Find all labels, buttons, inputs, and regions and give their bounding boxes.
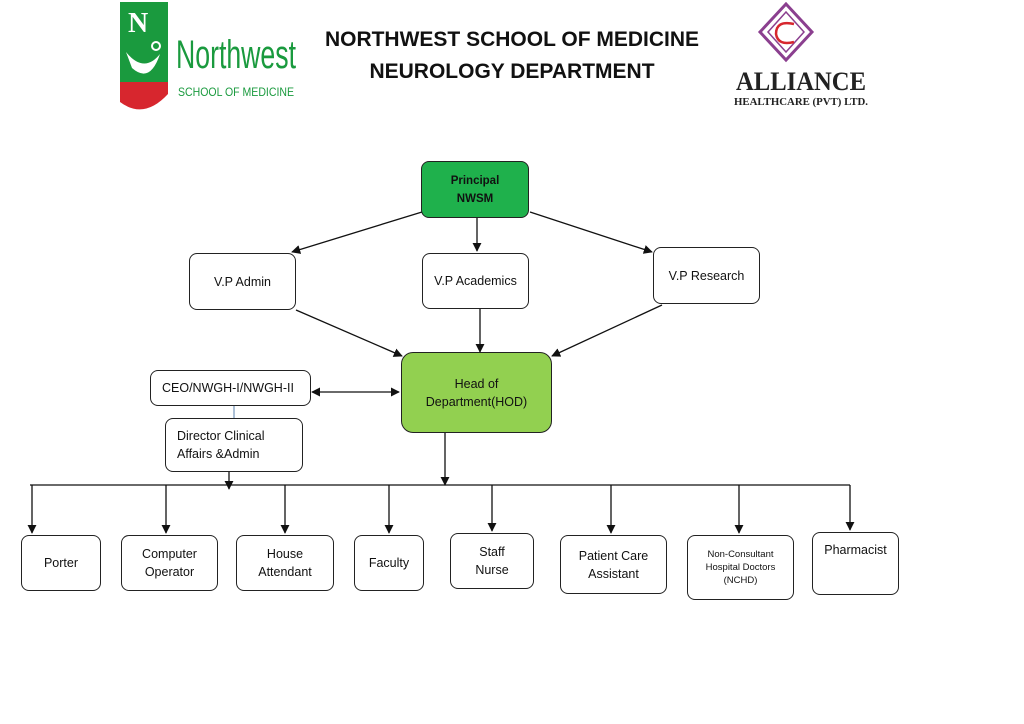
house-attendant-line1: House [266,547,304,561]
computer-operator-line1: Computer [142,547,197,561]
northwest-subtitle: SCHOOL OF MEDICINE [178,85,294,99]
patient-care-line1: Patient Care [578,548,649,563]
nchd-line3: (NCHD) [723,575,758,586]
northwest-wordmark: Northwest [176,33,296,77]
northwest-logo: N Northwest SCHOOL OF MEDICINE [120,2,300,118]
node-vp-research: V.P Research [653,247,760,304]
staff-nurse-line1: Staff [479,545,505,559]
northwest-logo-icon: N Northwest SCHOOL OF MEDICINE [120,2,296,110]
nchd-line2: Hospital Doctors [705,562,776,573]
hod-line2: Department(HOD) [425,394,528,409]
director-line1: Director Clinical [177,429,265,443]
node-vp-academics: V.P Academics [422,253,529,309]
node-principal: Principal NWSM [421,161,529,218]
principal-line1: Principal [450,174,500,187]
node-nchd: Non-Consultant Hospital Doctors (NCHD) [687,535,794,600]
alliance-subtitle: HEALTHCARE (PVT) LTD. [734,97,869,108]
arrow-principal-vp-admin [291,211,423,254]
arrow-principal-vp-research [529,211,653,254]
staff-nurse-line2: Nurse [475,563,509,577]
node-porter: Porter [21,535,101,591]
alliance-wordmark: ALLIANCE [736,67,866,96]
alliance-logo: ALLIANCE HEALTHCARE (PVT) LTD. [732,1,872,110]
svg-text:N: N [128,8,148,39]
page-title: NORTHWEST SCHOOL OF MEDICINE NEUROLOGY D… [262,24,762,88]
arrow-vp-admin-hod [295,309,403,357]
house-attendant-line2: Attendant [258,565,312,579]
node-vp-admin: V.P Admin [189,253,296,310]
page-title-line1: NORTHWEST SCHOOL OF MEDICINE [324,28,700,51]
director-line2: Affairs &Admin [177,447,260,461]
node-faculty: Faculty [354,535,424,591]
node-computer-operator: Computer Operator [121,535,218,591]
arrow-vp-research-hod [551,304,663,357]
principal-line2: NWSM [456,192,494,205]
node-director: Director Clinical Affairs &Admin [165,418,303,472]
node-ceo: CEO/NWGH-I/NWGH-II [150,370,311,406]
nchd-line1: Non-Consultant [707,549,774,560]
node-hod: Head of Department(HOD) [401,352,552,433]
alliance-logo-icon: ALLIANCE HEALTHCARE (PVT) LTD. [734,1,869,108]
computer-operator-line2: Operator [144,565,195,579]
node-patient-care-assistant: Patient Care Assistant [560,535,667,594]
hod-line1: Head of [454,376,499,391]
node-staff-nurse: Staff Nurse [450,533,534,589]
node-house-attendant: House Attendant [236,535,334,591]
node-pharmacist: Pharmacist [812,532,899,595]
page-title-line2: NEUROLOGY DEPARTMENT [369,60,655,83]
patient-care-line2: Assistant [588,566,639,581]
